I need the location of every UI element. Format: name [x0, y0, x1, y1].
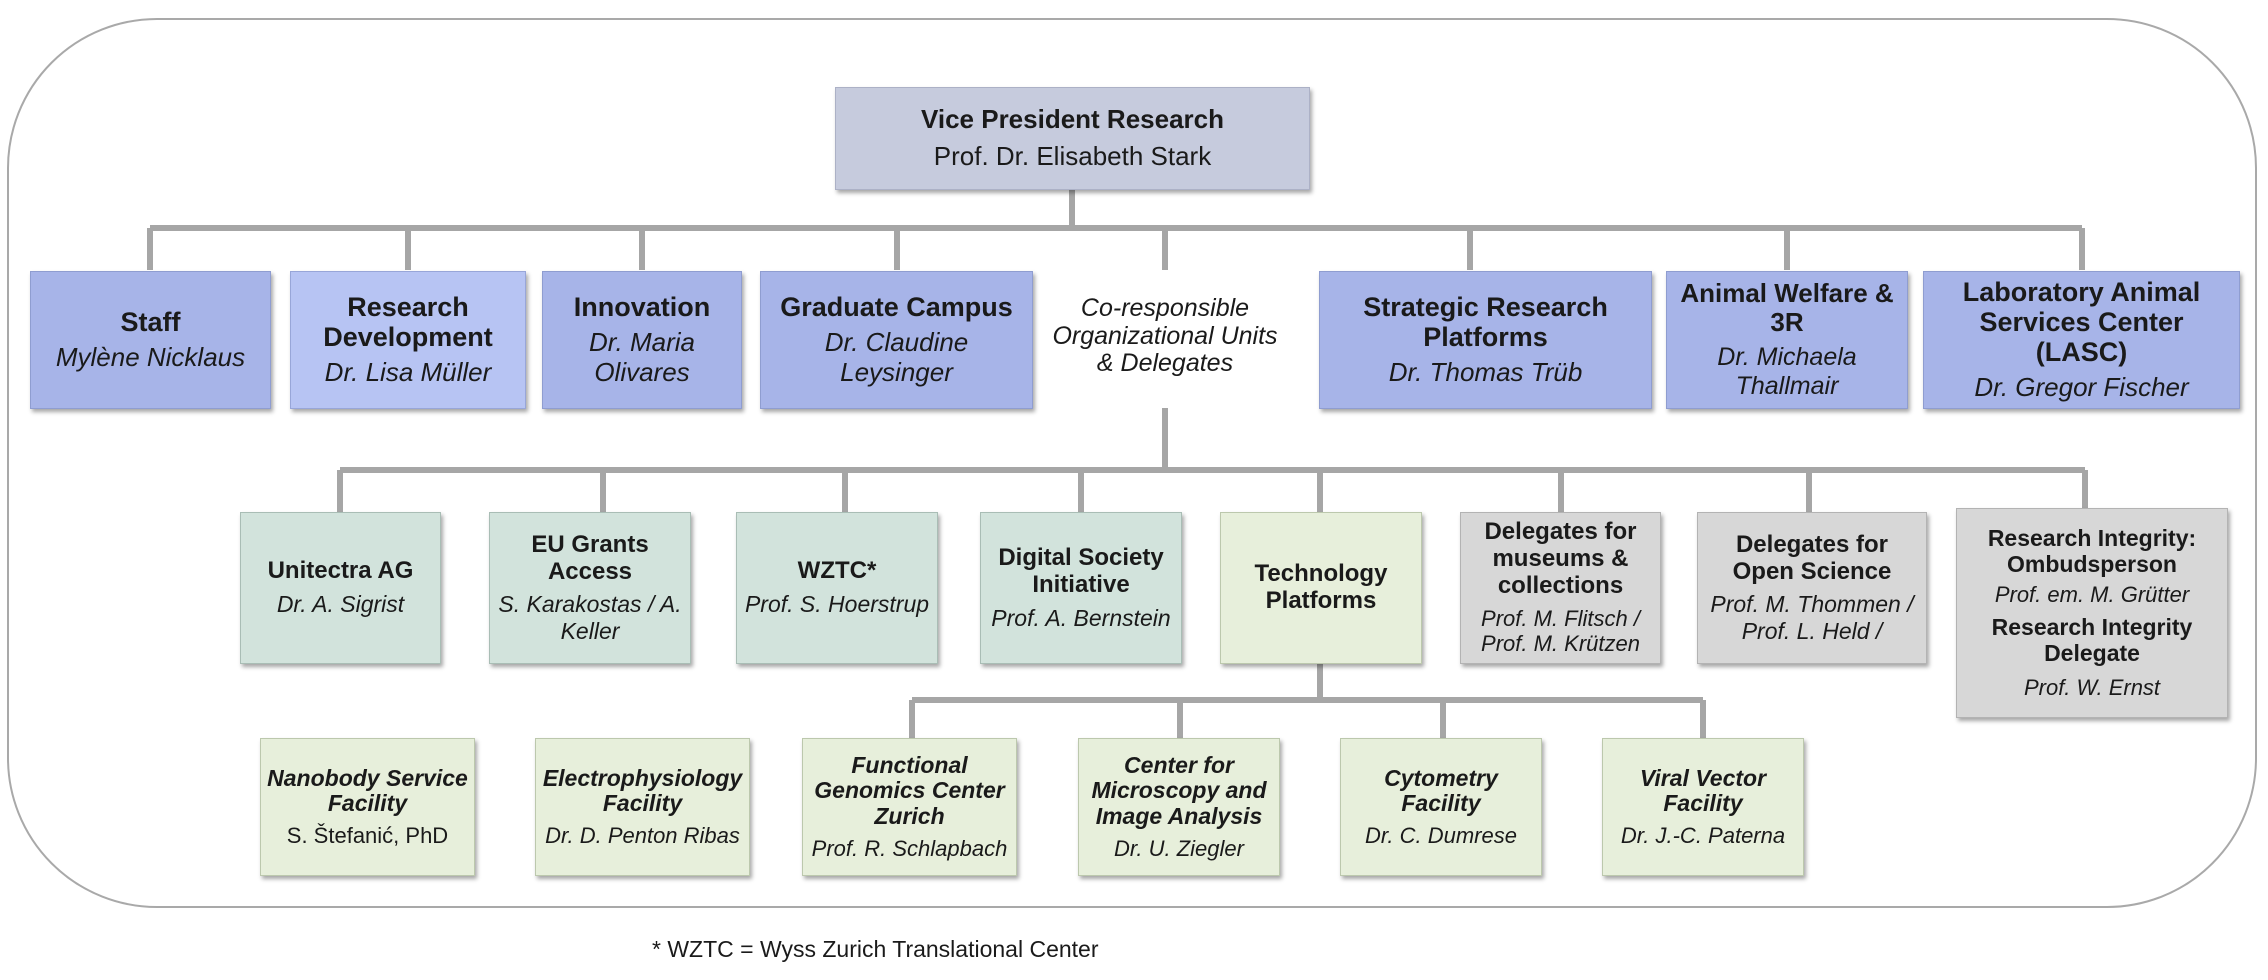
delegate-name: Prof. A. Bernstein: [991, 604, 1171, 631]
unit-head: Dr. Maria Olivares: [589, 327, 695, 388]
delegate-name: Prof. M. Flitsch / Prof. M. Krützen: [1481, 606, 1640, 657]
delegate-title: Unitectra AG: [267, 557, 414, 585]
eu-grants-access-box: EU Grants Access S. Karakostas / A. Kell…: [489, 512, 691, 664]
facility-title: Electrophysiology Facility: [542, 764, 743, 817]
ombudsperson-name: Prof. em. M. Grütter: [1994, 581, 2190, 607]
delegate-name: Dr. A. Sigrist: [276, 591, 405, 618]
functional-genomics-center-box: Functional Genomics Center Zurich Prof. …: [802, 738, 1017, 876]
facility-head: Dr. C. Dumrese: [1365, 823, 1517, 849]
delegate-title: Delegates for museums & collections: [1484, 518, 1637, 600]
innovation-box: Innovation Dr. Maria Olivares: [542, 271, 742, 409]
open-science-delegates-box: Delegates for Open Science Prof. M. Thom…: [1697, 512, 1927, 664]
unitectra-box: Unitectra AG Dr. A. Sigrist: [240, 512, 441, 664]
electrophysiology-facility-box: Electrophysiology Facility Dr. D. Penton…: [535, 738, 750, 876]
facility-title: Center for Microscopy and Image Analysis: [1091, 751, 1267, 830]
integrity-delegate-title: Research Integrity Delegate: [1991, 614, 2193, 666]
unit-title: Staff: [120, 306, 181, 337]
research-development-box: Research Development Dr. Lisa Müller: [290, 271, 526, 409]
facility-title: Nanobody Service Facility: [267, 764, 468, 817]
graduate-campus-box: Graduate Campus Dr. Claudine Leysinger: [760, 271, 1033, 409]
ombudsperson-title: Research Integrity: Ombudsperson: [1987, 525, 2197, 577]
delegate-title: Digital Society Initiative: [998, 543, 1164, 598]
wztc-box: WZTC* Prof. S. Hoerstrup: [736, 512, 938, 664]
staff-box: Staff Mylène Nicklaus: [30, 271, 271, 409]
viral-vector-facility-box: Viral Vector Facility Dr. J.-C. Paterna: [1602, 738, 1804, 876]
unit-head: Dr. Claudine Leysinger: [824, 327, 969, 388]
delegate-title: Technology Platforms: [1254, 560, 1388, 614]
unit-title: Laboratory Animal Services Center (LASC): [1962, 276, 2201, 368]
footnote: * WZTC = Wyss Zurich Translational Cente…: [652, 936, 1099, 962]
delegate-title: EU Grants Access: [531, 530, 649, 585]
unit-head: Dr. Gregor Fischer: [1974, 372, 2189, 403]
vice-president-box: Vice President Research Prof. Dr. Elisab…: [835, 87, 1310, 190]
technology-platforms-box: Technology Platforms: [1220, 512, 1422, 664]
facility-head: Prof. R. Schlapbach: [811, 835, 1008, 861]
integrity-delegate-name: Prof. W. Ernst: [2023, 674, 2161, 700]
lasc-box: Laboratory Animal Services Center (LASC)…: [1923, 271, 2240, 409]
research-integrity-box: Research Integrity: Ombudsperson Prof. e…: [1956, 508, 2228, 718]
facility-head: Dr. U. Ziegler: [1114, 835, 1244, 861]
unit-title: Animal Welfare & 3R: [1680, 278, 1894, 338]
unit-head: Dr. Michaela Thallmair: [1717, 343, 1857, 401]
cytometry-facility-box: Cytometry Facility Dr. C. Dumrese: [1340, 738, 1542, 876]
unit-title: Graduate Campus: [780, 291, 1013, 322]
facility-head: Dr. D. Penton Ribas: [545, 823, 740, 849]
delegate-name: S. Karakostas / A. Keller: [498, 591, 682, 644]
co-responsible-units-label: Co-responsible Organizational Units & De…: [1052, 294, 1278, 377]
strategic-research-platforms-box: Strategic Research Platforms Dr. Thomas …: [1319, 271, 1652, 409]
unit-title: Innovation: [573, 291, 711, 322]
delegate-name: Prof. S. Hoerstrup: [744, 591, 930, 618]
unit-head: Dr. Thomas Trüb: [1388, 357, 1583, 388]
vice-president-name: Prof. Dr. Elisabeth Stark: [933, 141, 1212, 172]
unit-head: Mylène Nicklaus: [55, 342, 246, 373]
animal-welfare-box: Animal Welfare & 3R Dr. Michaela Thallma…: [1666, 271, 1908, 409]
vice-president-title: Vice President Research: [920, 104, 1225, 134]
unit-head: Dr. Lisa Müller: [324, 357, 492, 388]
unit-title: Research Development: [323, 291, 493, 353]
delegate-title: Delegates for Open Science: [1732, 530, 1892, 585]
facility-head: Dr. J.-C. Paterna: [1620, 823, 1786, 849]
facility-title: Functional Genomics Center Zurich: [814, 751, 1005, 830]
museums-collections-delegates-box: Delegates for museums & collections Prof…: [1460, 512, 1661, 664]
org-chart-frame: [7, 18, 2257, 908]
facility-title: Viral Vector Facility: [1639, 764, 1767, 817]
unit-title: Strategic Research Platforms: [1363, 291, 1608, 353]
nanobody-facility-box: Nanobody Service Facility S. Štefanić, P…: [260, 738, 475, 876]
delegate-title: WZTC*: [797, 557, 877, 585]
facility-head: S. Štefanić, PhD: [286, 823, 449, 849]
delegate-name: Prof. M. Thommen / Prof. L. Held /: [1710, 591, 1914, 644]
microscopy-center-box: Center for Microscopy and Image Analysis…: [1078, 738, 1280, 876]
facility-title: Cytometry Facility: [1384, 764, 1498, 817]
digital-society-initiative-box: Digital Society Initiative Prof. A. Bern…: [980, 512, 1182, 664]
